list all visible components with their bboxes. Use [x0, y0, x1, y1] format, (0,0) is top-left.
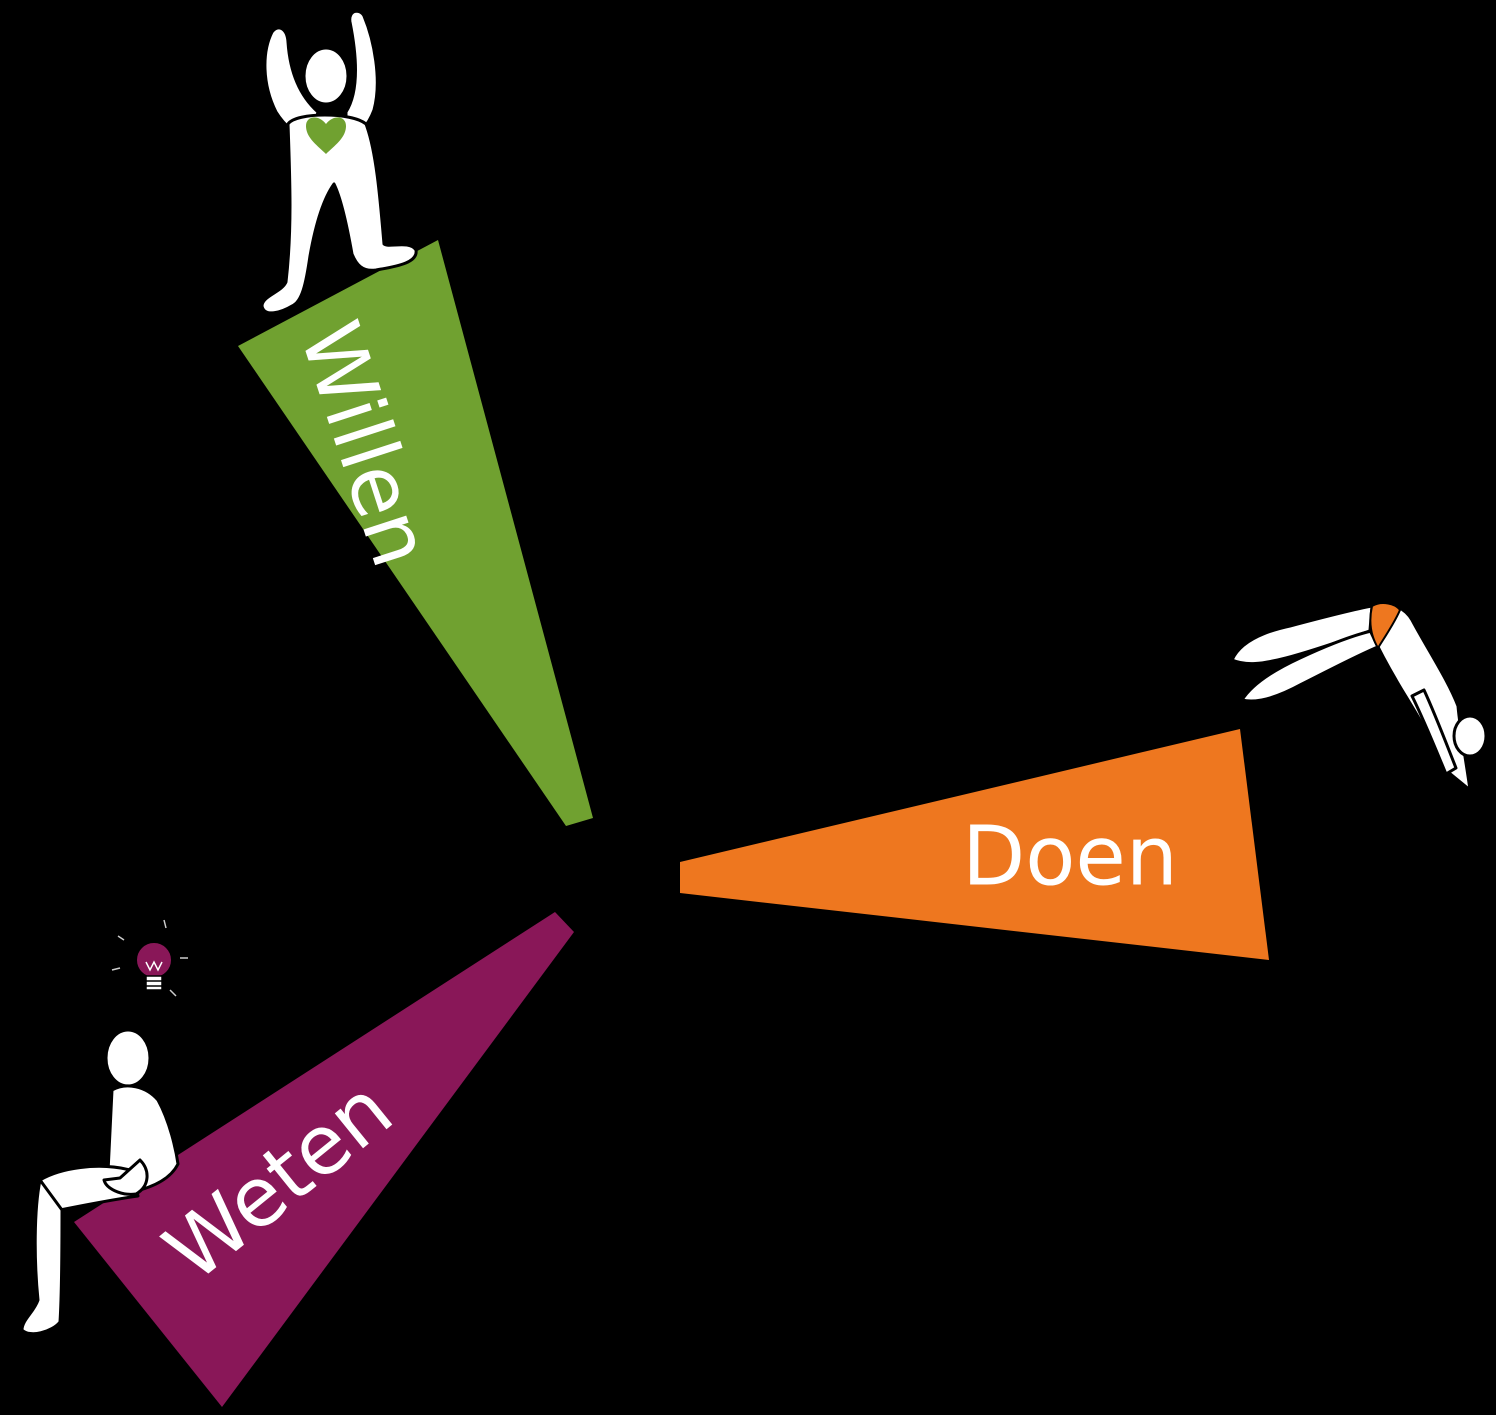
cheering-person-with-heart-icon	[260, 9, 418, 315]
sitting-person-with-lightbulb-icon	[20, 1028, 180, 1336]
wedge-willen-shape	[238, 240, 593, 826]
wedge-doen-shape	[680, 729, 1269, 960]
wedge-doen: Doen	[680, 729, 1269, 960]
wedge-doen-label: Doen	[962, 809, 1178, 904]
diving-person-icon	[1230, 602, 1488, 792]
lightbulb-icon	[111, 919, 188, 997]
wedge-willen: Willen	[238, 240, 593, 826]
wedge-weten-shape	[74, 912, 574, 1407]
